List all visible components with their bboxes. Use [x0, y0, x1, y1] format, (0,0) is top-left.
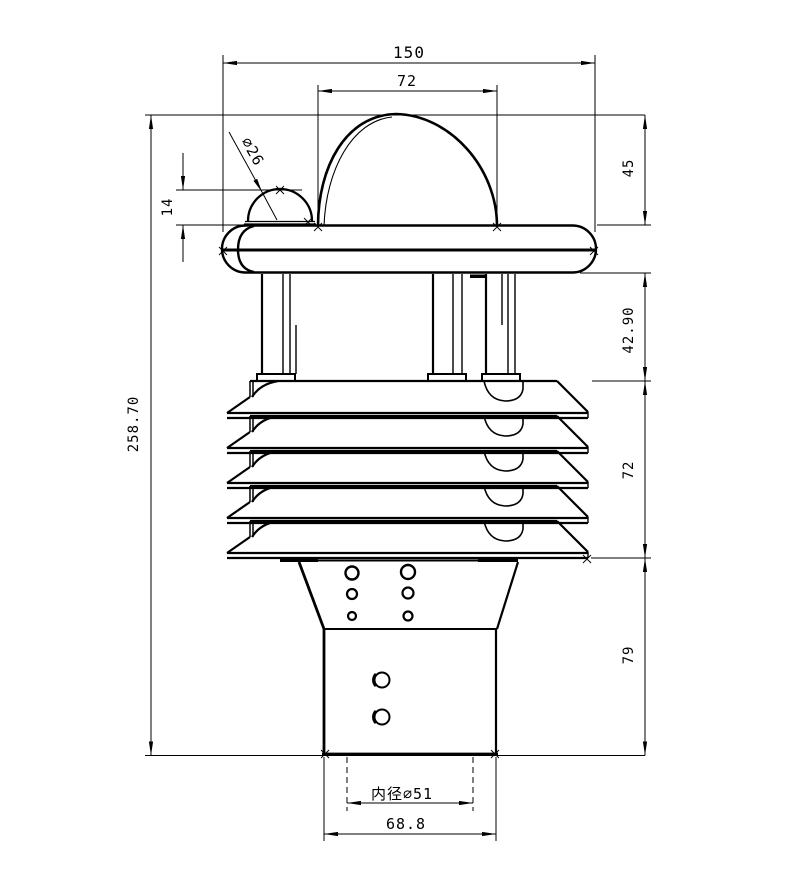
louver-plate — [226, 519, 589, 560]
transition-cone — [280, 559, 520, 630]
extension-lines — [145, 55, 651, 841]
dim-text-dome-width: 72 — [397, 72, 417, 90]
dim-text-small-dome-diameter: ∅26 — [238, 134, 268, 169]
dim-text-base-outer-width: 68.8 — [386, 815, 426, 833]
dim-text-inner-diameter: 内径∅51 — [371, 785, 433, 803]
dim-text-base-section-height: 79 — [621, 646, 637, 665]
dim-text-overall-width: 150 — [393, 43, 425, 62]
louver-stack — [226, 379, 589, 560]
dim-text-dome-height: 45 — [621, 159, 637, 178]
dim-text-total-height: 258.70 — [126, 396, 142, 453]
hidden-edge-mark — [470, 274, 487, 278]
dimension-lines — [148, 60, 648, 837]
louver-plate — [226, 484, 589, 525]
dim-text-small-dome-height: 14 — [160, 198, 176, 217]
support-columns — [256, 274, 521, 382]
large-dome — [316, 112, 499, 227]
louver-plate — [226, 449, 589, 490]
dim-text-louver-section-height: 72 — [621, 461, 637, 480]
louver-plate — [226, 379, 589, 420]
point-markers — [218, 185, 599, 759]
dim-text-column-section-height: 42.90 — [621, 306, 637, 353]
top-plate — [220, 224, 598, 274]
louver-plate — [226, 414, 589, 455]
tube-holes — [372, 671, 391, 726]
mounting-tube — [322, 629, 498, 756]
leader-small-dome — [228, 131, 263, 193]
vent-holes — [344, 563, 417, 622]
